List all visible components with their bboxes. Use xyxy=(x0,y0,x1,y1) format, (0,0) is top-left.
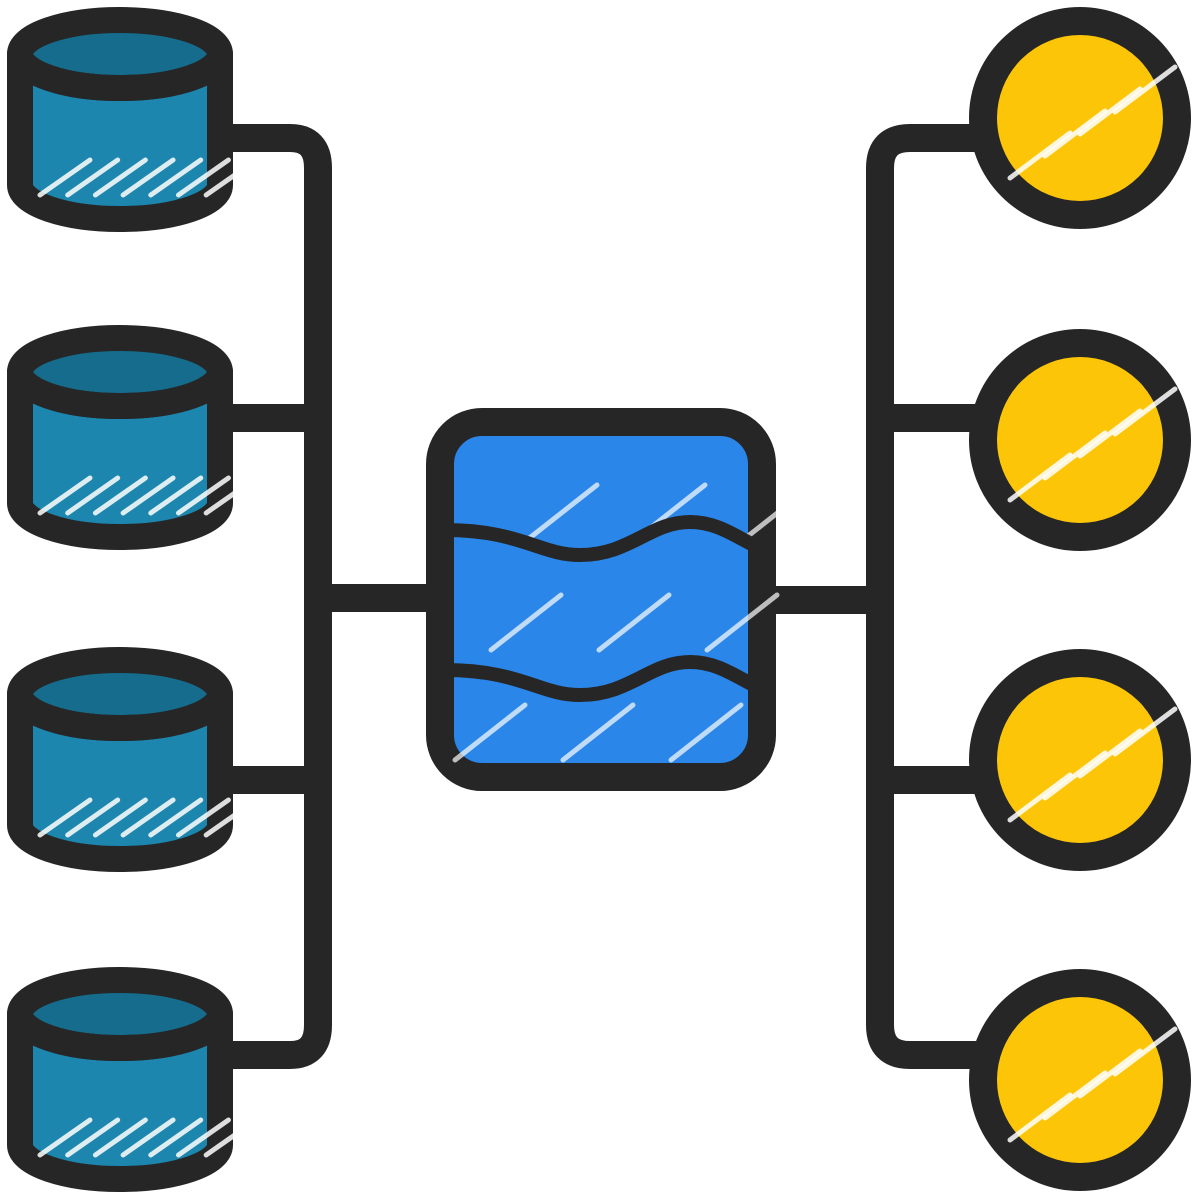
hatch-stroke xyxy=(203,1117,259,1158)
output-node-icon xyxy=(969,329,1191,551)
hatch-stroke xyxy=(524,482,600,543)
hatch-stroke xyxy=(1042,750,1108,801)
hatch-stroke xyxy=(120,1117,176,1158)
hatch-stroke xyxy=(37,1117,93,1158)
hatch-stroke xyxy=(203,157,259,198)
wave-line xyxy=(438,654,767,703)
database-rim xyxy=(7,52,233,101)
hatch-stroke xyxy=(148,797,204,838)
hatch-stroke xyxy=(560,702,636,763)
hatch-stroke xyxy=(148,1117,204,1158)
database-icon xyxy=(7,647,259,872)
hatch-stroke xyxy=(120,157,176,198)
hatch-stroke xyxy=(92,1117,148,1158)
hatch-stroke xyxy=(37,797,93,838)
database-sources xyxy=(7,7,259,1192)
hatch-stroke xyxy=(452,702,528,763)
database-rim xyxy=(7,1012,233,1061)
output-node-circle xyxy=(969,7,1191,229)
hatch-stroke xyxy=(1007,772,1073,823)
output-node-circle xyxy=(969,649,1191,871)
hatch-stroke xyxy=(1007,452,1073,503)
hatch-stroke xyxy=(175,157,231,198)
connectors xyxy=(211,124,989,1069)
hatch-stroke xyxy=(704,592,780,653)
hatch-stroke xyxy=(37,157,93,198)
hatch-stroke xyxy=(1112,64,1178,115)
database-icon xyxy=(7,7,259,232)
hatch-stroke xyxy=(65,157,121,198)
hatch-stroke xyxy=(92,797,148,838)
hatch-stroke xyxy=(740,482,816,543)
hatch-stroke xyxy=(1007,1092,1073,1143)
hatch-stroke xyxy=(65,475,121,516)
output-node-icon xyxy=(969,7,1191,229)
hatch-stroke xyxy=(120,797,176,838)
hatch-stroke xyxy=(203,797,259,838)
hatch-stroke xyxy=(175,1117,231,1158)
hatch-stroke xyxy=(1112,706,1178,757)
hatch-stroke xyxy=(148,475,204,516)
hatch-stroke xyxy=(148,157,204,198)
output-nodes xyxy=(969,7,1191,1191)
hatch-stroke xyxy=(1112,1026,1178,1077)
hatch-stroke xyxy=(1077,1048,1143,1099)
output-node-icon xyxy=(969,649,1191,871)
database-icon xyxy=(7,325,259,550)
hatch-stroke xyxy=(668,702,744,763)
output-node-circle xyxy=(969,969,1191,1191)
hatch-stroke xyxy=(1077,408,1143,459)
hatch-stroke xyxy=(65,797,121,838)
hatch-stroke xyxy=(1077,86,1143,137)
hatch-stroke xyxy=(92,475,148,516)
hatch-stroke xyxy=(175,475,231,516)
database-rim xyxy=(7,370,233,419)
hatch-stroke xyxy=(92,157,148,198)
hatch-stroke xyxy=(120,475,176,516)
hatch-stroke xyxy=(1042,1070,1108,1121)
database-icon xyxy=(7,967,259,1192)
right-bus-line xyxy=(866,124,989,1069)
hatch-stroke xyxy=(1042,108,1108,159)
database-rim xyxy=(7,692,233,741)
hatch-stroke xyxy=(1007,130,1073,181)
output-node-icon xyxy=(969,969,1191,1191)
hatch-stroke xyxy=(1042,430,1108,481)
hatch-stroke xyxy=(1112,386,1178,437)
hatch-stroke xyxy=(596,592,672,653)
hatch-stroke xyxy=(175,797,231,838)
left-bus-line xyxy=(211,124,332,1069)
hatch-stroke xyxy=(488,592,564,653)
hatch-stroke xyxy=(203,475,259,516)
hatch-stroke xyxy=(1077,728,1143,779)
lake-hub xyxy=(426,408,816,791)
output-node-circle xyxy=(969,329,1191,551)
hatch-stroke xyxy=(65,1117,121,1158)
wave-line xyxy=(438,514,767,563)
hatch-stroke xyxy=(37,475,93,516)
